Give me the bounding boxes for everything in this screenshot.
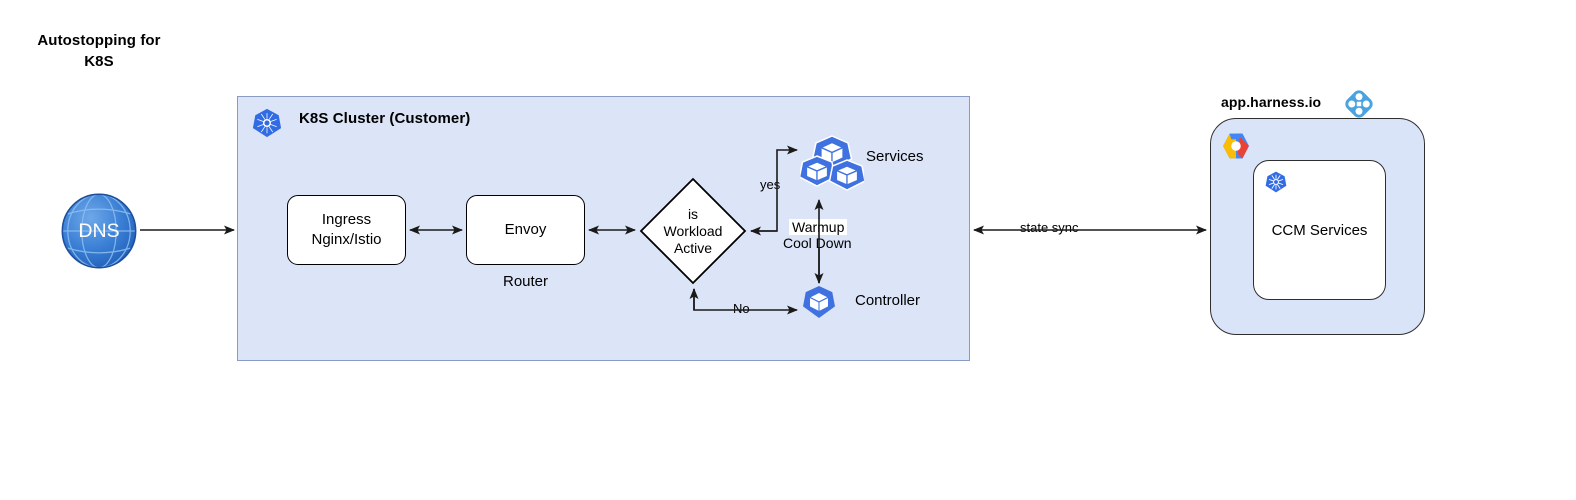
edge-label-yes: yes bbox=[760, 177, 781, 192]
services-caption: Services bbox=[866, 148, 924, 165]
decision-line1: is bbox=[687, 205, 699, 222]
ingress-line2: Nginx/Istio bbox=[311, 231, 382, 248]
edge-label-no: No bbox=[733, 301, 750, 316]
edge-label-cooldown: Cool Down bbox=[783, 235, 852, 251]
page-title-line1: Autostopping for bbox=[37, 32, 161, 49]
envoy-node[interactable]: Envoy bbox=[466, 195, 585, 265]
google-cloud-icon bbox=[1222, 133, 1250, 159]
edge-label-state-sync: state sync bbox=[1018, 220, 1081, 235]
globe-icon: DNS bbox=[60, 192, 138, 270]
page-title-line2: K8S bbox=[84, 53, 114, 70]
decision-line2: Workload bbox=[663, 222, 723, 239]
harness-logo-icon bbox=[1343, 88, 1375, 120]
workload-active-decision[interactable]: is Workload Active bbox=[638, 176, 748, 286]
controller-cube-icon bbox=[801, 285, 837, 319]
services-cubes-icon bbox=[798, 134, 866, 196]
kubernetes-icon bbox=[252, 108, 282, 138]
dns-label: DNS bbox=[78, 220, 119, 242]
harness-label: app.harness.io bbox=[1221, 94, 1322, 110]
router-caption: Router bbox=[502, 273, 549, 290]
controller-caption: Controller bbox=[855, 292, 921, 309]
kubernetes-icon bbox=[1265, 171, 1287, 193]
ccm-services-label: CCM Services bbox=[1271, 222, 1368, 239]
page-title: Autostopping for K8S bbox=[14, 30, 184, 72]
cluster-title: K8S Cluster (Customer) bbox=[299, 110, 471, 127]
ingress-node[interactable]: Ingress Nginx/Istio bbox=[287, 195, 406, 265]
ingress-line1: Ingress bbox=[321, 211, 372, 228]
decision-line3: Active bbox=[673, 239, 713, 256]
envoy-label: Envoy bbox=[504, 221, 547, 238]
edge-label-warmup: Warmup bbox=[789, 219, 848, 235]
